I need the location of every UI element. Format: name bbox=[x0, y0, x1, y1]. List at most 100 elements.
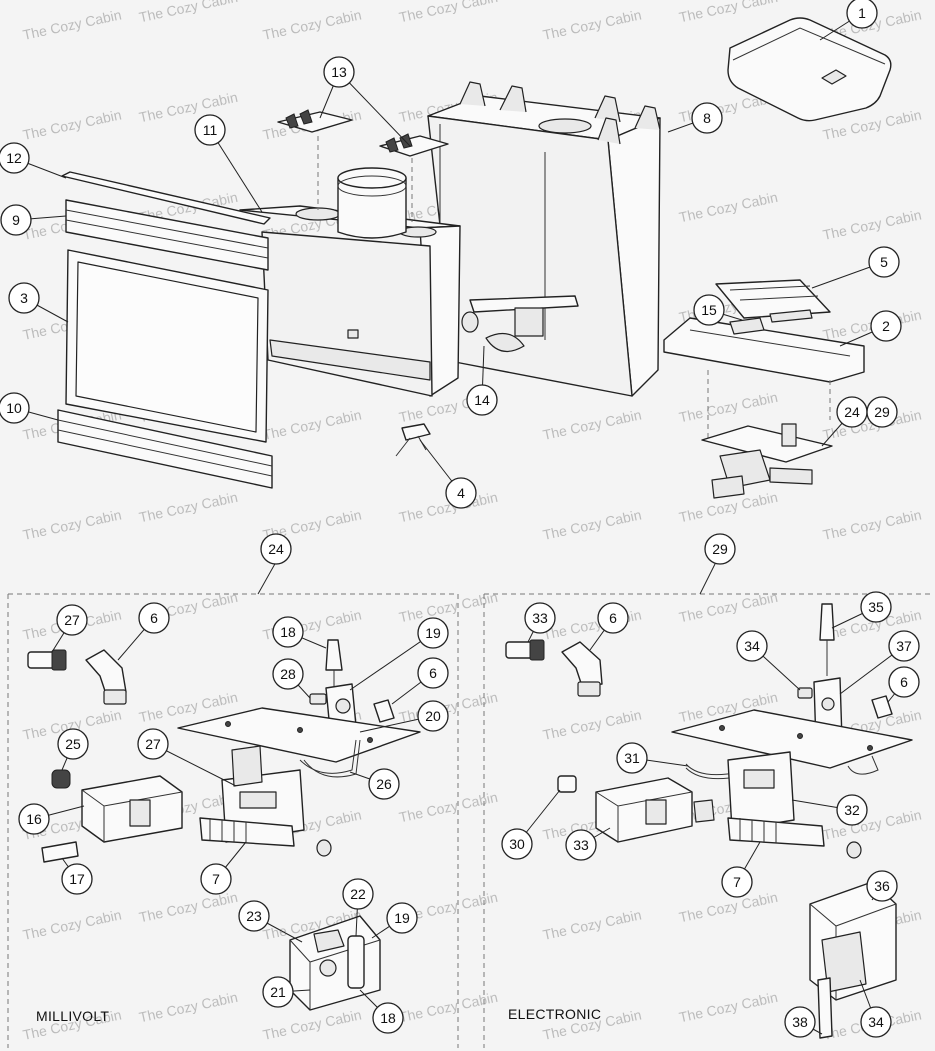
watermark-text: The Cozy Cabin bbox=[138, 889, 240, 926]
watermark-text: The Cozy Cabin bbox=[261, 1006, 363, 1043]
svg-text:38: 38 bbox=[792, 1014, 808, 1030]
callout-3: 3 bbox=[8, 282, 40, 314]
svg-text:33: 33 bbox=[573, 837, 589, 853]
callout-el-36: 36 bbox=[866, 870, 898, 902]
el-elbow-6 bbox=[561, 641, 603, 697]
callout-el-34a: 34 bbox=[736, 630, 768, 662]
callout-el-33a: 33 bbox=[524, 602, 556, 634]
watermark-text: The Cozy Cabin bbox=[678, 189, 780, 226]
callout-mv-28: 28 bbox=[272, 658, 304, 690]
callout-24-assembly: 24 bbox=[836, 396, 868, 428]
watermark-text: The Cozy Cabin bbox=[138, 89, 240, 126]
callout-layer: 1 8 13 11 12 9 3 10 5 15 2 14 4 24 29 24… bbox=[0, 0, 920, 1038]
part-11-front-frame bbox=[239, 167, 461, 397]
part-2-burner-tray bbox=[663, 309, 865, 383]
svg-text:19: 19 bbox=[425, 625, 441, 641]
callout-4: 4 bbox=[445, 477, 477, 509]
mv-knob-25 bbox=[51, 769, 71, 789]
svg-text:28: 28 bbox=[280, 666, 296, 682]
watermark-text: The Cozy Cabin bbox=[678, 389, 780, 426]
svg-text:34: 34 bbox=[868, 1014, 884, 1030]
callout-mv-6a: 6 bbox=[138, 602, 170, 634]
svg-text:16: 16 bbox=[26, 811, 42, 827]
callout-el-38: 38 bbox=[784, 1006, 816, 1038]
svg-text:2: 2 bbox=[882, 318, 890, 334]
svg-text:3: 3 bbox=[20, 290, 28, 306]
svg-text:12: 12 bbox=[6, 150, 22, 166]
svg-text:32: 32 bbox=[844, 802, 860, 818]
el-gas-valve-33 bbox=[595, 777, 693, 843]
callout-mv-27b: 27 bbox=[137, 728, 169, 760]
callout-el-31: 31 bbox=[616, 742, 648, 774]
watermark-text: The Cozy Cabin bbox=[138, 489, 240, 526]
watermark-text: The Cozy Cabin bbox=[398, 0, 500, 25]
millivolt-section-border bbox=[7, 593, 459, 1048]
callout-el-37: 37 bbox=[888, 630, 920, 662]
el-pilot-assembly-36 bbox=[809, 881, 897, 1039]
callout-15: 15 bbox=[693, 294, 725, 326]
callout-mv-17: 17 bbox=[61, 863, 93, 895]
callout-10: 10 bbox=[0, 392, 30, 424]
svg-text:7: 7 bbox=[212, 871, 220, 887]
svg-text:21: 21 bbox=[270, 984, 286, 1000]
part-3-glass-door bbox=[65, 249, 269, 443]
callout-mv-26: 26 bbox=[368, 768, 400, 800]
svg-text:19: 19 bbox=[394, 910, 410, 926]
svg-text:5: 5 bbox=[880, 254, 888, 270]
callout-mv-23: 23 bbox=[238, 900, 270, 932]
callout-el-34b: 34 bbox=[860, 1006, 892, 1038]
svg-text:22: 22 bbox=[350, 886, 366, 902]
mv-gas-valve-16 bbox=[81, 775, 183, 843]
watermark-text: The Cozy Cabin bbox=[261, 6, 363, 43]
watermark-text: The Cozy Cabin bbox=[678, 989, 780, 1026]
part-12-top-trim bbox=[61, 171, 271, 225]
part-4-key bbox=[395, 423, 431, 457]
callout-2: 2 bbox=[870, 310, 902, 342]
svg-text:6: 6 bbox=[900, 674, 908, 690]
callout-el-6b: 6 bbox=[888, 666, 920, 698]
callout-24-section: 24 bbox=[260, 533, 292, 565]
part-24-29-valve-assembly bbox=[701, 370, 833, 499]
callout-mv-6b: 6 bbox=[417, 657, 449, 689]
el-regulator-7 bbox=[693, 799, 862, 859]
svg-text:23: 23 bbox=[246, 908, 262, 924]
callout-1: 1 bbox=[846, 0, 878, 29]
svg-text:30: 30 bbox=[509, 836, 525, 852]
watermark-text: The Cozy Cabin bbox=[21, 106, 123, 143]
part-5-log-grate bbox=[715, 279, 831, 319]
callout-mv-21: 21 bbox=[262, 976, 294, 1008]
svg-text:18: 18 bbox=[380, 1010, 396, 1026]
svg-text:15: 15 bbox=[701, 302, 717, 318]
svg-text:6: 6 bbox=[429, 665, 437, 681]
mv-elbow-6 bbox=[85, 649, 127, 705]
millivolt-label: MILLIVOLT bbox=[36, 1008, 110, 1024]
svg-text:7: 7 bbox=[733, 874, 741, 890]
mv-fitting-27 bbox=[27, 649, 67, 671]
watermark-text: The Cozy Cabin bbox=[541, 506, 643, 543]
svg-text:17: 17 bbox=[69, 871, 85, 887]
watermark-text: The Cozy Cabin bbox=[541, 606, 643, 643]
svg-text:24: 24 bbox=[844, 404, 860, 420]
watermark-text: The Cozy Cabin bbox=[138, 0, 240, 25]
svg-text:37: 37 bbox=[896, 638, 912, 654]
callout-mv-20: 20 bbox=[417, 700, 449, 732]
part-14-burner-coil bbox=[485, 332, 525, 353]
watermark-text: The Cozy Cabin bbox=[541, 906, 643, 943]
callout-mv-27a: 27 bbox=[56, 604, 88, 636]
svg-text:26: 26 bbox=[376, 776, 392, 792]
mv-elbow-6b bbox=[373, 699, 395, 723]
callout-el-35: 35 bbox=[860, 591, 892, 623]
watermark-text: The Cozy Cabin bbox=[138, 989, 240, 1026]
watermark-text: The Cozy Cabin bbox=[541, 706, 643, 743]
callout-mv-7: 7 bbox=[200, 863, 232, 895]
svg-text:35: 35 bbox=[868, 599, 884, 615]
part-8-firebox bbox=[427, 81, 661, 397]
svg-text:6: 6 bbox=[150, 610, 158, 626]
mv-pilot-assembly bbox=[289, 915, 381, 1011]
callout-el-32: 32 bbox=[836, 794, 868, 826]
svg-text:24: 24 bbox=[268, 541, 284, 557]
callout-29-assembly: 29 bbox=[866, 396, 898, 428]
callout-12: 12 bbox=[0, 142, 30, 174]
electronic-label: ELECTRONIC bbox=[508, 1006, 602, 1022]
el-fitting-30 bbox=[557, 775, 577, 793]
